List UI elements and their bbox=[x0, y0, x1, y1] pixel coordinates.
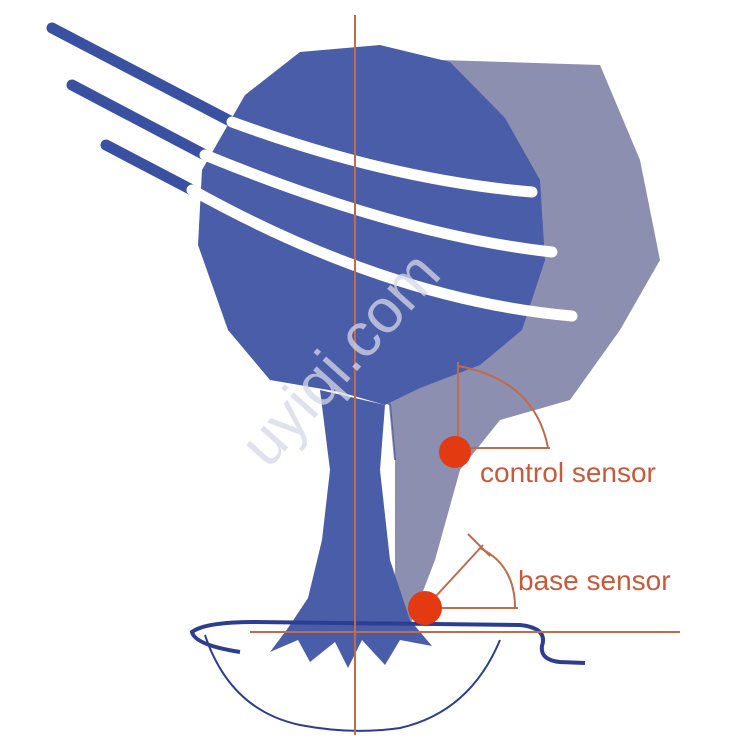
upright-tree-trunk bbox=[270, 390, 432, 668]
wind-line-1 bbox=[46, 22, 538, 198]
root-zone-arc bbox=[204, 634, 501, 732]
control-sensor-dot bbox=[439, 436, 471, 468]
wind-lines bbox=[46, 22, 578, 322]
wind-line-3 bbox=[100, 139, 578, 322]
control-sensor-gauge bbox=[457, 362, 550, 449]
wind-line-2 bbox=[66, 79, 558, 258]
base-sensor-dot bbox=[408, 591, 442, 625]
control-sensor-label: control sensor bbox=[480, 457, 656, 488]
ground-line bbox=[189, 619, 586, 665]
base-sensor-label: base sensor bbox=[518, 565, 671, 596]
